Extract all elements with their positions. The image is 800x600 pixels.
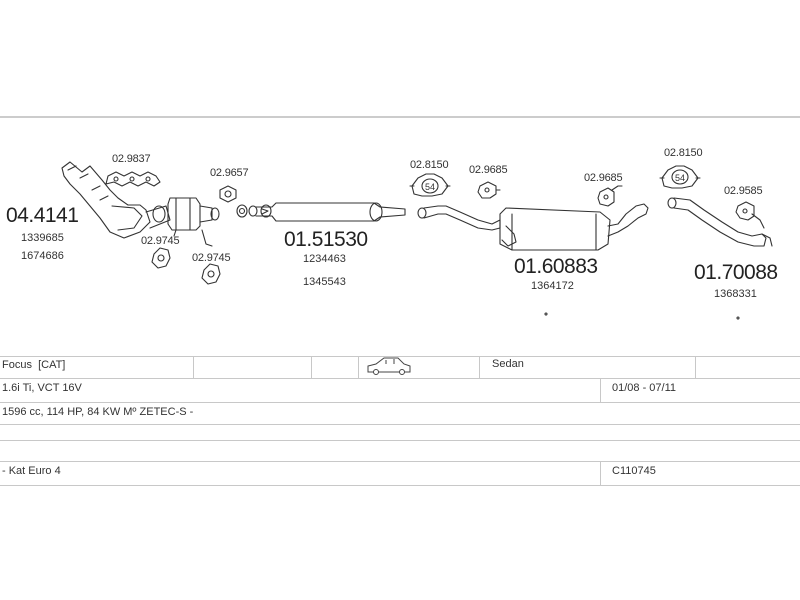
- clamp-size-label: 54: [675, 173, 685, 183]
- vehicle-model: Focus [CAT]: [2, 359, 66, 371]
- part-number-label: 02.9837: [112, 153, 151, 165]
- rubber-mount-icon: [735, 201, 765, 229]
- tail-pipe-icon: [667, 197, 773, 320]
- part-number-label: 02.9685: [469, 164, 508, 176]
- gasket-icon: [105, 171, 161, 187]
- table-column-divider: [479, 356, 480, 378]
- rubber-mount-icon: [201, 263, 221, 285]
- oem-number-label: 1234463: [303, 253, 346, 265]
- table-divider: [0, 485, 800, 486]
- table-divider: [0, 424, 800, 425]
- table-column-divider: [358, 356, 359, 378]
- table-column-divider: [193, 356, 194, 378]
- vehicle-specs: 1596 cc, 114 HP, 84 KW Mº ZETEC-S -: [2, 406, 194, 418]
- part-number-label: 02.9657: [210, 167, 249, 179]
- part-number-label: 02.9745: [192, 252, 231, 264]
- catalog-number: C110745: [612, 465, 656, 477]
- part-number-label: 02.9685: [584, 172, 623, 184]
- hanger-bracket-icon: [477, 181, 501, 199]
- center-muffler-icon: [417, 203, 649, 316]
- table-divider: [0, 461, 800, 462]
- oem-number-label: 1368331: [714, 288, 757, 300]
- part-number-label: 01.51530: [284, 228, 368, 251]
- pipe-clamp-icon: [409, 173, 451, 197]
- part-number-label: 02.9745: [141, 235, 180, 247]
- oem-number-label: 1339685: [21, 232, 64, 244]
- pipe-clamp-icon: [659, 165, 701, 189]
- hanger-bracket-icon: [597, 185, 623, 207]
- sedan-car-icon: [367, 357, 411, 375]
- catalytic-converter-icon: [61, 161, 220, 247]
- table-column-divider: [695, 356, 696, 378]
- table-divider: [0, 378, 800, 379]
- rubber-mount-icon: [151, 247, 171, 269]
- vehicle-engine: 1.6i Ti, VCT 16V: [2, 382, 82, 394]
- table-column-divider: [600, 378, 601, 402]
- table-divider: [0, 440, 800, 441]
- clamp-size-label: 54: [425, 182, 435, 192]
- part-number-label: 02.9585: [724, 185, 763, 197]
- part-number-label: 01.70088: [694, 261, 778, 284]
- part-number-label: 02.8150: [410, 159, 449, 171]
- part-number-label: 02.8150: [664, 147, 703, 159]
- vehicle-body-type: Sedan: [492, 358, 524, 370]
- vehicle-years: 01/08 - 07/11: [612, 382, 677, 394]
- oem-number-label: 1345543: [303, 276, 346, 288]
- gasket-ring-icon: [219, 185, 248, 218]
- table-divider: [0, 402, 800, 403]
- part-number-label: 04.4141: [6, 204, 79, 227]
- table-divider: [0, 356, 800, 357]
- table-column-divider: [311, 356, 312, 378]
- oem-number-label: 1674686: [21, 250, 64, 262]
- front-pipe-icon: [248, 202, 406, 222]
- part-number-label: 01.60883: [514, 255, 598, 278]
- oem-number-label: 1364172: [531, 280, 574, 292]
- vehicle-emission: - Kat Euro 4: [2, 465, 61, 477]
- table-column-divider: [600, 461, 601, 485]
